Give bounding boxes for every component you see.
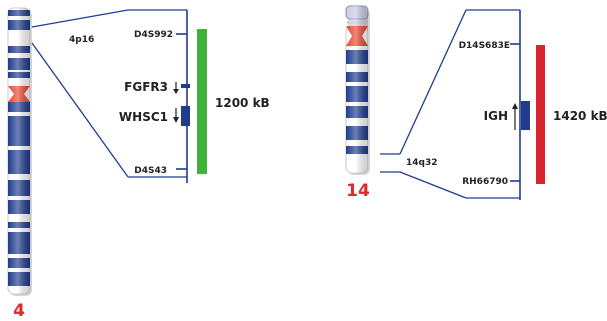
- arrow-down-icon: [173, 82, 179, 94]
- arrow-up-icon: [512, 103, 518, 130]
- probe-bar-4: [197, 29, 207, 174]
- gene-whsc1-label: WHSC1: [119, 110, 168, 124]
- zoom-axis-4: [176, 10, 188, 183]
- gene-igh-label: IGH: [484, 109, 508, 123]
- gene-fgfr3-block: [181, 84, 190, 88]
- chromosome-14-zoom-lines: [380, 9, 520, 199]
- gene-igh-block: [521, 101, 530, 130]
- chromosome-4-number: 4: [13, 301, 25, 321]
- chromosome-14-number: 14: [346, 181, 370, 201]
- marker-bottom-4: D4S43: [134, 166, 167, 176]
- band-label-4p16: 4p16: [69, 35, 94, 45]
- gene-fgfr3-label: FGFR3: [124, 80, 168, 94]
- marker-top-4: D4S992: [134, 30, 173, 40]
- band-label-14q32: 14q32: [406, 158, 438, 168]
- gene-whsc1-block: [181, 106, 190, 126]
- probe-bar-14: [536, 45, 545, 184]
- chromosome-4: [7, 7, 32, 296]
- zoom-axis-14: [510, 10, 521, 200]
- probe-size-14: 1420 kB: [553, 109, 607, 123]
- probe-size-4: 1200 kB: [215, 96, 270, 110]
- arrow-down-icon: [173, 108, 179, 123]
- chromosome-14: [345, 5, 370, 175]
- marker-top-14: D14S683E: [459, 41, 510, 51]
- chromosome-4-zoom-lines: [31, 9, 187, 178]
- marker-bottom-14: RH66790: [462, 177, 508, 187]
